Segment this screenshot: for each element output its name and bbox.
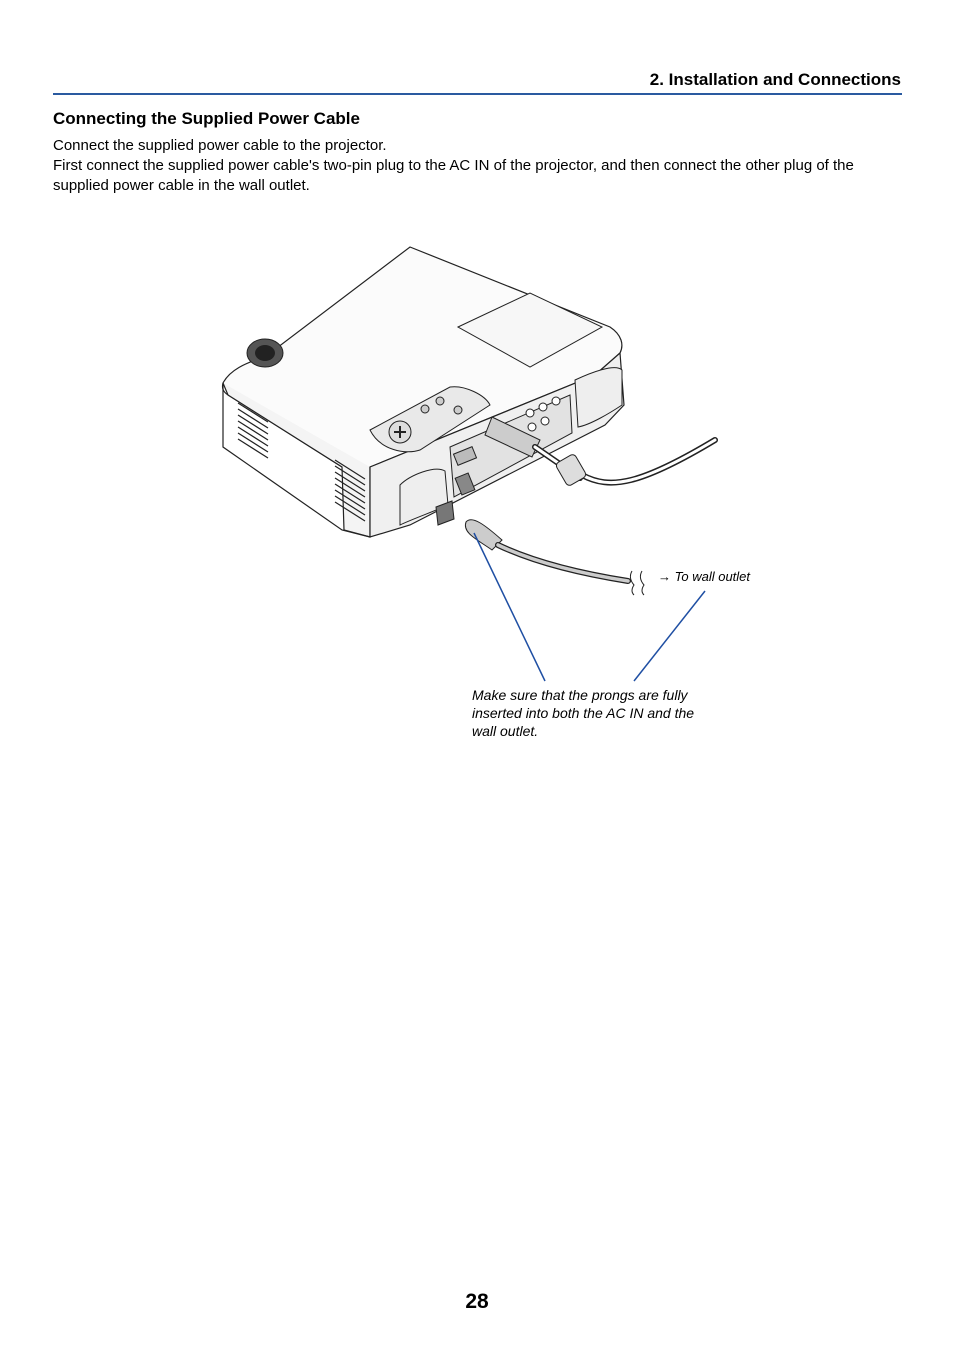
signal-cable-connector [484,416,541,458]
projector-drawing [221,246,718,682]
paragraph-2: First connect the supplied power cable's… [53,157,854,194]
front-vent-right [334,459,366,522]
leader-line-ac-in [473,532,546,682]
body-text: Connect the supplied power cable to the … [53,136,905,196]
side-grille-right [574,367,623,428]
leader-line-wall-outlet [633,590,706,682]
paragraph-1: Connect the supplied power cable to the … [53,137,387,154]
page-number: 28 [465,1290,489,1313]
chapter-header: 2. Installation and Connections [649,70,901,89]
wall-outlet-label: To wall outlet [674,569,751,584]
projector-illustration: → To wall outlet Make sure that the pron… [210,235,770,765]
front-vent-left [237,402,269,459]
wall-outlet-callout: → To wall outlet [658,569,750,584]
header-rule [53,93,902,95]
prongs-note: Make sure that the prongs are fully inse… [472,687,695,739]
ac-in-socket [435,500,455,526]
power-cable [495,542,631,584]
section-title: Connecting the Supplied Power Cable [53,109,360,128]
lamp-cover [456,292,604,368]
arrow-glyph: → [658,569,671,584]
